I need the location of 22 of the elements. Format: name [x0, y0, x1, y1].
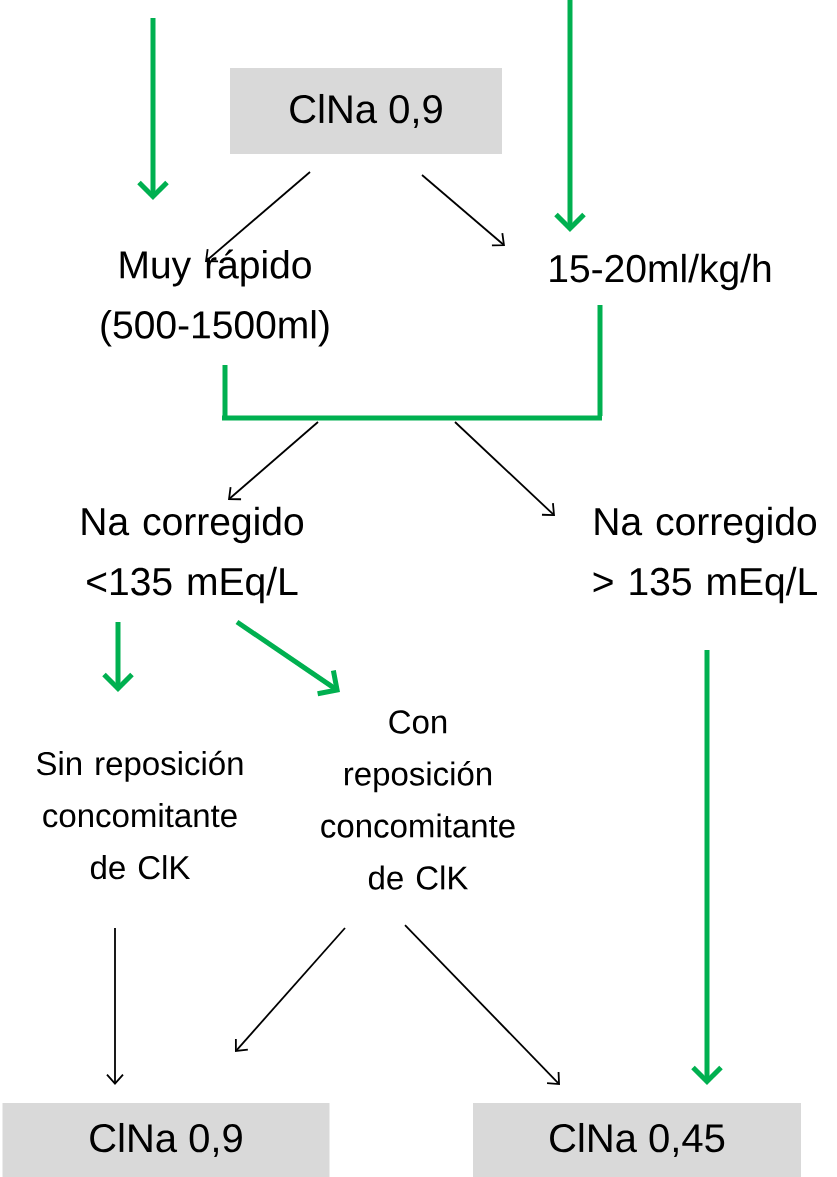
step-text: Na corregido > 135 mEq/L: [593, 506, 817, 604]
arrow: [235, 927, 346, 1052]
arrow: [691, 650, 723, 1085]
step-text: 15-20ml/kg/h: [550, 253, 771, 291]
arrow: [102, 622, 134, 692]
arrow: [454, 421, 555, 516]
arrow: [228, 421, 319, 501]
arrow: [205, 171, 311, 263]
arrow: [137, 18, 169, 200]
arrow: [235, 619, 340, 697]
step-text: Sin reposición concomitante de ClK: [36, 750, 243, 880]
arrow: [106, 927, 124, 1085]
process-box: ClNa 0,9: [230, 68, 502, 154]
step-text: Con reposición concomitante de ClK: [321, 710, 515, 890]
bracket-bar: [222, 415, 602, 421]
arrow: [554, 0, 586, 232]
step-text: Muy rápido (500-1500ml): [101, 249, 329, 347]
arrow: [421, 174, 505, 247]
process-box: ClNa 0,45: [473, 1103, 801, 1177]
process-box: ClNa 0,9: [2, 1103, 330, 1177]
step-text: Na corregido <135 mEq/L: [82, 506, 304, 604]
arrow: [404, 924, 560, 1085]
